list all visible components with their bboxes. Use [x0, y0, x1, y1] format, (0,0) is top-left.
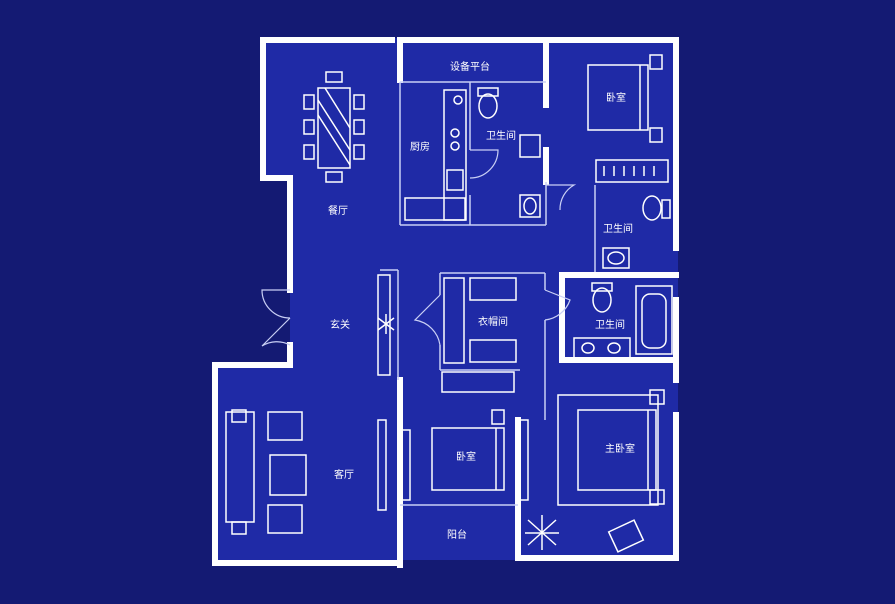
door-swing-icon	[413, 294, 441, 346]
plant-icon	[525, 515, 559, 550]
sink-icon	[573, 337, 631, 359]
room-label-master-bedroom: 主卧室	[605, 442, 635, 455]
room-label-balcony: 阳台	[447, 528, 467, 541]
bed-icon	[431, 409, 505, 491]
wardrobe-icon	[595, 159, 669, 183]
room-label-bedroom-mid: 卧室	[456, 450, 476, 463]
sink-icon	[519, 134, 541, 218]
room-label-closet: 衣帽间	[478, 315, 508, 328]
room-label-bath-1: 卫生间	[486, 129, 516, 142]
toilet-icon	[591, 282, 613, 313]
room-label-bath-3: 卫生间	[595, 318, 625, 331]
toilet-icon	[477, 87, 499, 119]
sofa-icon	[225, 409, 307, 535]
room-label-bedroom-top: 卧室	[606, 91, 626, 104]
interior-lines	[380, 81, 596, 506]
lounge-chair-icon	[607, 519, 645, 553]
door-swing-icon	[261, 317, 291, 347]
room-label-dining: 餐厅	[328, 204, 348, 217]
room-label-equipment-platform: 设备平台	[450, 60, 490, 73]
doors	[261, 149, 577, 347]
door-swing-icon	[544, 289, 571, 321]
walls	[212, 37, 679, 568]
room-label-bath-2: 卫生间	[603, 222, 633, 235]
room-label-kitchen: 厨房	[410, 140, 430, 153]
stove-icon	[404, 89, 467, 221]
dining-table-icon	[303, 71, 365, 183]
bed-icon	[587, 54, 663, 143]
room-label-foyer: 玄关	[330, 318, 350, 331]
toilet-icon	[642, 195, 671, 221]
floor-area	[215, 38, 678, 565]
room-label-living: 客厅	[334, 468, 354, 481]
bed-icon	[557, 389, 665, 506]
sliding-doors	[377, 274, 529, 511]
door-swing-icon	[469, 149, 499, 179]
wardrobe-icon	[441, 277, 517, 393]
sink-icon	[602, 247, 630, 269]
door-swing-icon	[546, 184, 577, 211]
bathtub-icon	[635, 285, 673, 355]
plant-icon	[377, 314, 395, 334]
door-swing-icon	[261, 289, 291, 319]
